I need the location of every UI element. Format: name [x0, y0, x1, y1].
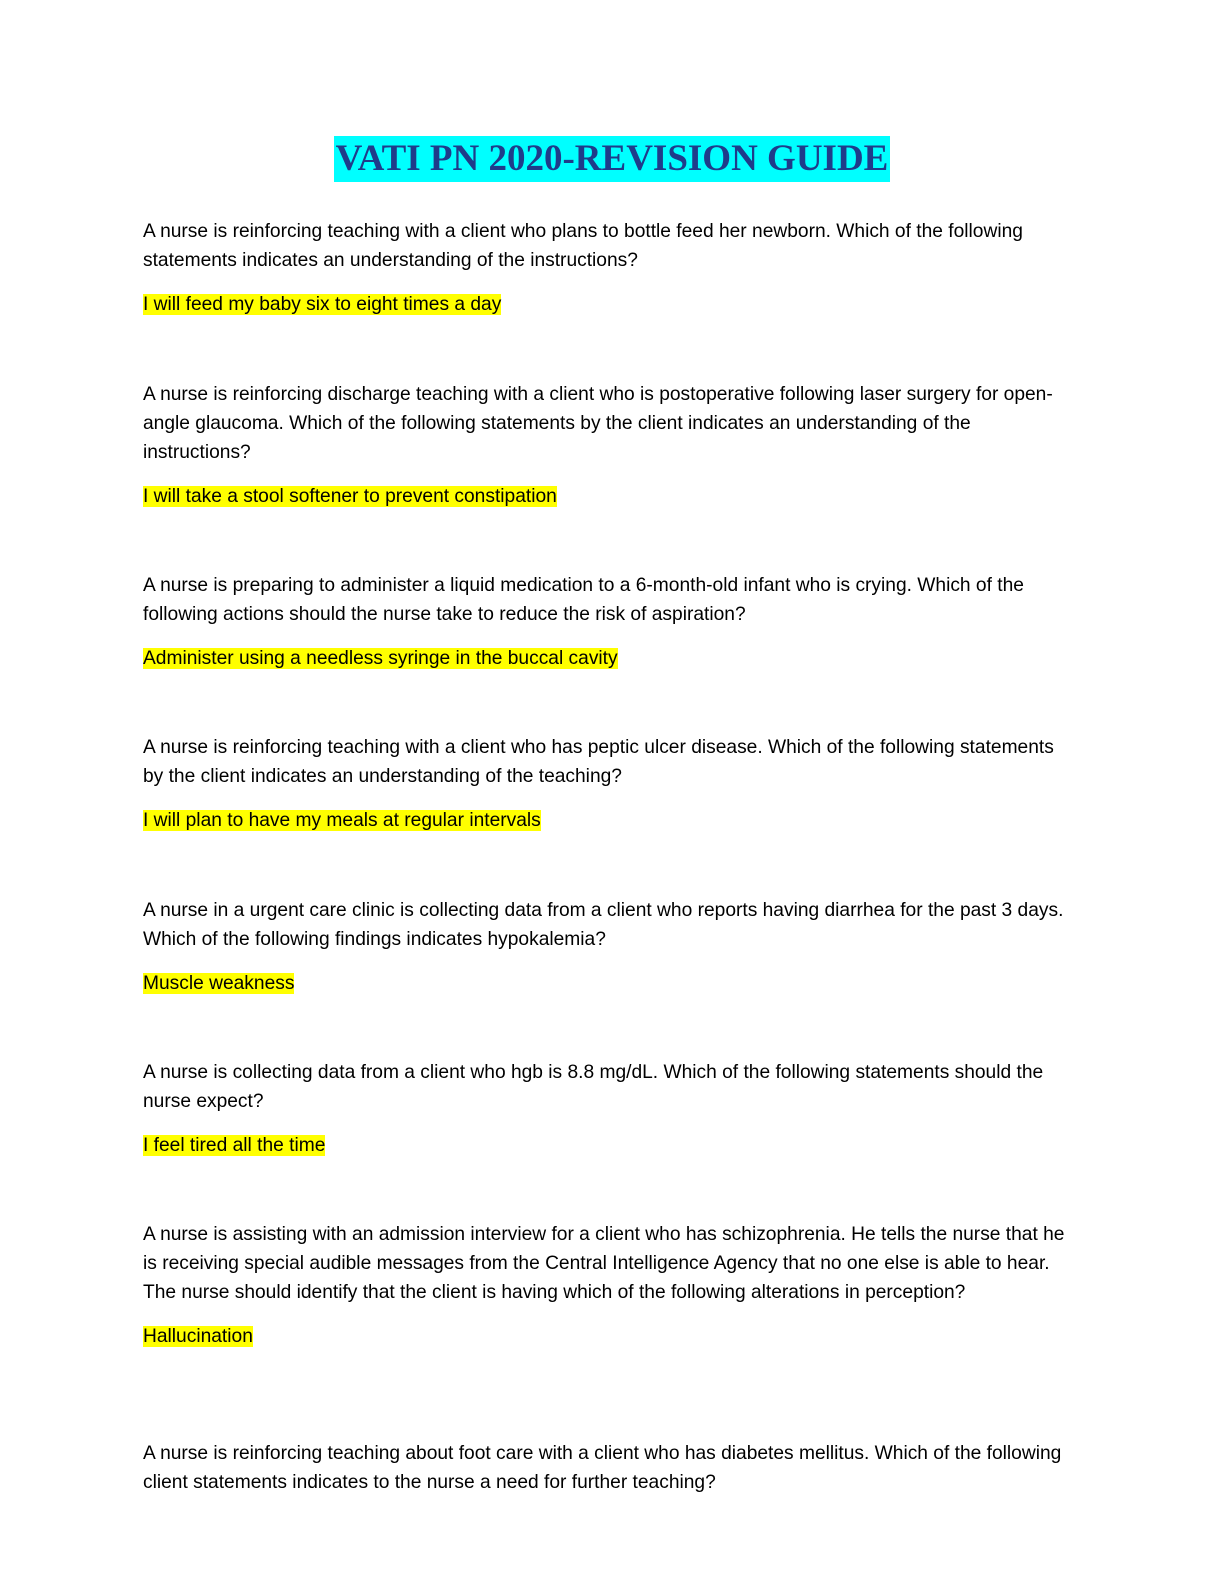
question-text: A nurse is assisting with an admission i… [143, 1224, 1065, 1303]
answer-text: I will feed my baby six to eight times a… [143, 290, 1073, 319]
qa-item-2: A nurse is reinforcing discharge teachin… [143, 380, 1073, 511]
answer-highlight: I feel tired all the time [143, 1135, 326, 1156]
qa-item-4: A nurse is reinforcing teaching with a c… [143, 733, 1073, 835]
question-text: A nurse is preparing to administer a liq… [143, 575, 1024, 625]
qa-item-7: A nurse is assisting with an admission i… [143, 1220, 1073, 1351]
page-title-text: VATI PN 2020-REVISION GUIDE [333, 136, 891, 182]
question-text: A nurse is reinforcing discharge teachin… [143, 384, 1053, 463]
answer-text: Hallucination [143, 1322, 1073, 1351]
question-text: A nurse is collecting data from a client… [143, 1062, 1044, 1112]
answer-highlight: Muscle weakness [143, 973, 295, 994]
answer-text: I feel tired all the time [143, 1131, 1073, 1160]
answer-text: Muscle weakness [143, 969, 1073, 998]
question-text: A nurse in a urgent care clinic is colle… [143, 900, 1064, 950]
qa-item-1: A nurse is reinforcing teaching with a c… [143, 217, 1073, 319]
question-text: A nurse is reinforcing teaching with a c… [143, 737, 1054, 787]
answer-text: I will take a stool softener to prevent … [143, 482, 1073, 511]
page-title: VATI PN 2020-REVISION GUIDE [0, 136, 1224, 182]
qa-item-8: A nurse is reinforcing teaching about fo… [143, 1439, 1073, 1497]
answer-highlight: Administer using a needless syringe in t… [143, 648, 618, 669]
qa-item-3: A nurse is preparing to administer a liq… [143, 571, 1073, 673]
answer-text: Administer using a needless syringe in t… [143, 644, 1073, 673]
answer-highlight: I will take a stool softener to prevent … [143, 486, 557, 507]
answer-highlight: I will feed my baby six to eight times a… [143, 294, 502, 315]
answer-text: I will plan to have my meals at regular … [143, 806, 1073, 835]
qa-item-6: A nurse is collecting data from a client… [143, 1058, 1073, 1160]
answer-highlight: I will plan to have my meals at regular … [143, 810, 541, 831]
question-text: A nurse is reinforcing teaching about fo… [143, 1443, 1062, 1493]
answer-highlight: Hallucination [143, 1326, 253, 1347]
question-text: A nurse is reinforcing teaching with a c… [143, 221, 1023, 271]
qa-item-5: A nurse in a urgent care clinic is colle… [143, 896, 1073, 998]
